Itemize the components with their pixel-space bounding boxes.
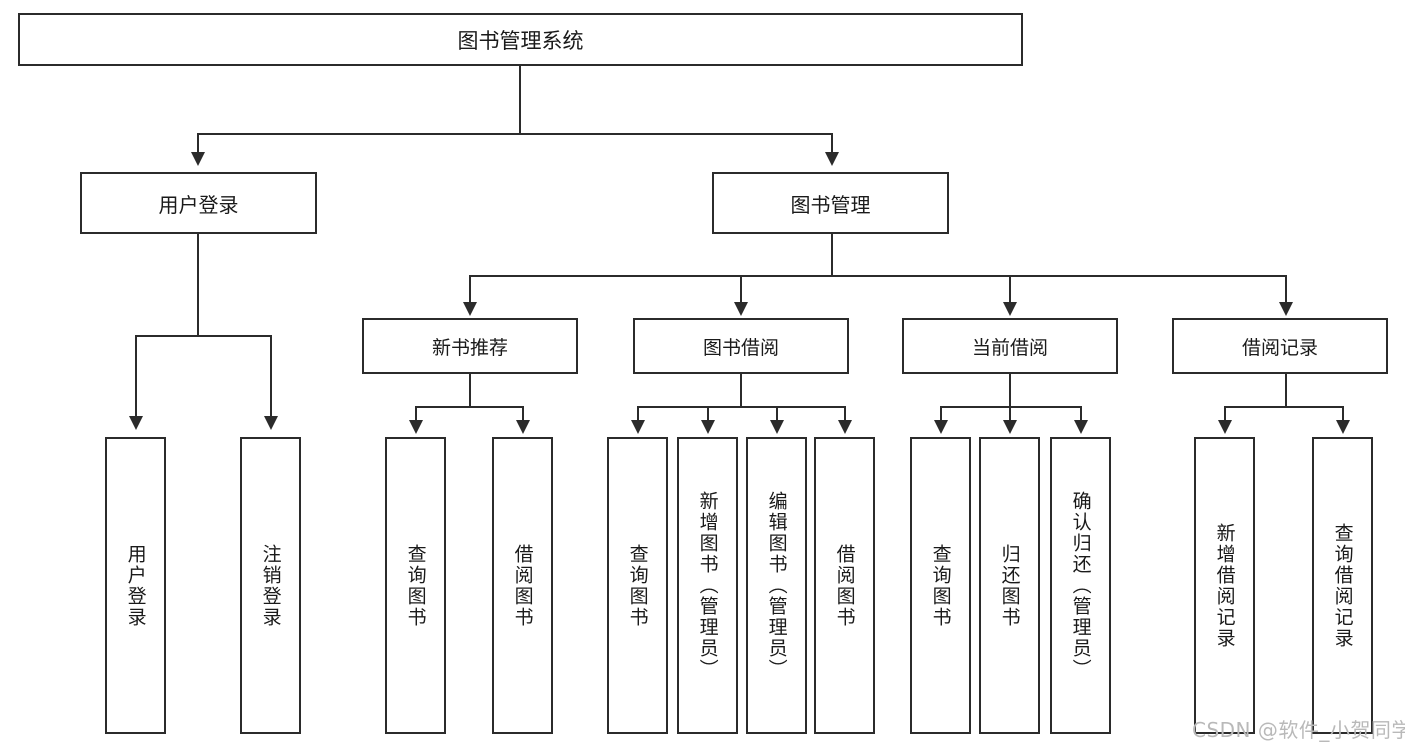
node-leaf-bb-borrow-label: 借阅图书 (833, 543, 856, 628)
connector-user-login-stem (197, 234, 199, 335)
node-root-label: 图书管理系统 (457, 28, 584, 53)
node-leaf-user-login[interactable]: 用户登录 (105, 437, 166, 734)
connector-bb-drop-3 (776, 406, 778, 421)
connector-user-login-right-drop (270, 335, 272, 417)
node-new-book-rec[interactable]: 新书推荐 (362, 318, 578, 374)
connector-new-book-rec-stem (469, 374, 471, 406)
node-leaf-cb-query[interactable]: 查询图书 (910, 437, 971, 734)
node-leaf-bb-query-label: 查询图书 (626, 543, 649, 628)
node-borrow-record[interactable]: 借阅记录 (1172, 318, 1388, 374)
connector-level1-bus (197, 133, 833, 135)
node-user-login[interactable]: 用户登录 (80, 172, 317, 234)
node-user-login-label: 用户登录 (158, 192, 239, 217)
node-leaf-bb-borrow[interactable]: 借阅图书 (814, 437, 875, 734)
node-leaf-logout[interactable]: 注销登录 (240, 437, 301, 734)
connector-cb-drop-1 (940, 406, 942, 421)
connector-bb-drop-2 (707, 406, 709, 421)
connector-to-book-borrow (740, 275, 742, 303)
arrowhead-borrow-record (1279, 302, 1293, 316)
node-leaf-user-login-label: 用户登录 (124, 543, 147, 628)
connector-bb-drop-1 (637, 406, 639, 421)
node-leaf-br-query-label: 查询借阅记录 (1331, 522, 1354, 649)
connector-to-new-book-rec (469, 275, 471, 303)
connector-root-stem (519, 65, 521, 133)
connector-current-borrow-stem (1009, 374, 1011, 406)
arrowhead-leaf-br-add (1218, 420, 1232, 434)
node-leaf-br-query[interactable]: 查询借阅记录 (1312, 437, 1373, 734)
arrowhead-leaf-user-login (129, 416, 143, 430)
node-leaf-cb-return[interactable]: 归还图书 (979, 437, 1040, 734)
connector-cb-drop-3 (1080, 406, 1082, 421)
node-leaf-rec-borrow-label: 借阅图书 (511, 543, 534, 628)
arrowhead-leaf-cb-confirm (1074, 420, 1088, 434)
arrowhead-book-mgmt (825, 152, 839, 166)
node-leaf-bb-add[interactable]: 新增图书（管理员） (677, 437, 738, 734)
connector-to-borrow-record (1285, 275, 1287, 303)
connector-book-mgmt-stem (831, 234, 833, 275)
node-leaf-bb-edit[interactable]: 编辑图书（管理员） (746, 437, 807, 734)
connector-user-login-left-drop (135, 335, 137, 417)
node-book-borrow[interactable]: 图书借阅 (633, 318, 849, 374)
connector-user-login-bus (135, 335, 271, 337)
node-current-borrow[interactable]: 当前借阅 (902, 318, 1118, 374)
node-leaf-rec-query[interactable]: 查询图书 (385, 437, 446, 734)
connector-br-drop-2 (1342, 406, 1344, 421)
connector-bb-drop-4 (844, 406, 846, 421)
connector-to-user-login (197, 133, 199, 153)
node-leaf-cb-return-label: 归还图书 (998, 543, 1021, 628)
connector-to-current-borrow (1009, 275, 1011, 303)
node-leaf-bb-query[interactable]: 查询图书 (607, 437, 668, 734)
connector-borrow-record-bus (1224, 406, 1343, 408)
arrowhead-leaf-bb-edit (770, 420, 784, 434)
arrowhead-leaf-rec-borrow (516, 420, 530, 434)
node-leaf-cb-query-label: 查询图书 (929, 543, 952, 628)
arrowhead-leaf-logout (264, 416, 278, 430)
node-leaf-br-add-label: 新增借阅记录 (1213, 522, 1236, 649)
arrowhead-new-book-rec (463, 302, 477, 316)
node-leaf-cb-confirm[interactable]: 确认归还（管理员） (1050, 437, 1111, 734)
node-book-mgmt-label: 图书管理 (790, 192, 871, 217)
node-leaf-rec-query-label: 查询图书 (404, 543, 427, 628)
arrowhead-leaf-bb-add (701, 420, 715, 434)
node-leaf-bb-add-label: 新增图书（管理员） (696, 491, 719, 680)
watermark: CSDN @软件_小贺同学 (1192, 718, 1405, 742)
node-leaf-rec-borrow[interactable]: 借阅图书 (492, 437, 553, 734)
connector-to-book-mgmt (831, 133, 833, 153)
arrowhead-leaf-br-query (1336, 420, 1350, 434)
connector-nbr-drop-1 (415, 406, 417, 421)
arrowhead-leaf-cb-return (1003, 420, 1017, 434)
arrowhead-current-borrow (1003, 302, 1017, 316)
node-leaf-bb-edit-label: 编辑图书（管理员） (765, 491, 788, 680)
connector-book-borrow-stem (740, 374, 742, 406)
node-book-borrow-label: 图书借阅 (702, 336, 779, 359)
connector-level2-bus (469, 275, 1286, 277)
node-borrow-record-label: 借阅记录 (1241, 336, 1318, 359)
arrowhead-book-borrow (734, 302, 748, 316)
node-root[interactable]: 图书管理系统 (18, 13, 1023, 66)
connector-book-borrow-bus (637, 406, 845, 408)
arrowhead-leaf-bb-borrow (838, 420, 852, 434)
connector-cb-drop-2 (1009, 406, 1011, 421)
arrowhead-leaf-bb-query (631, 420, 645, 434)
node-book-mgmt[interactable]: 图书管理 (712, 172, 949, 234)
node-leaf-logout-label: 注销登录 (259, 543, 282, 628)
node-new-book-rec-label: 新书推荐 (431, 336, 508, 359)
connector-nbr-drop-2 (522, 406, 524, 421)
arrowhead-leaf-rec-query (409, 420, 423, 434)
node-leaf-cb-confirm-label: 确认归还（管理员） (1069, 491, 1092, 680)
node-leaf-br-add[interactable]: 新增借阅记录 (1194, 437, 1255, 734)
arrowhead-leaf-cb-query (934, 420, 948, 434)
connector-br-drop-1 (1224, 406, 1226, 421)
connector-borrow-record-stem (1285, 374, 1287, 406)
connector-new-book-rec-bus (415, 406, 524, 408)
node-current-borrow-label: 当前借阅 (971, 336, 1048, 359)
arrowhead-user-login (191, 152, 205, 166)
